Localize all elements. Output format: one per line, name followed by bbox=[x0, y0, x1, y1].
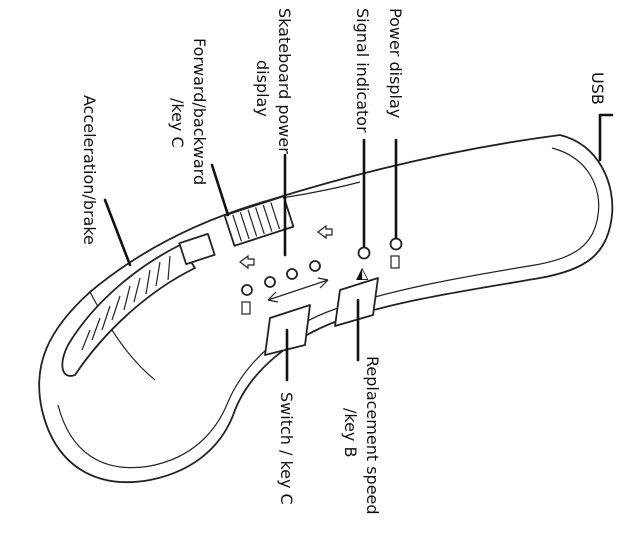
status-indicators: ◭ bbox=[356, 237, 403, 282]
skateboard-power-leds bbox=[241, 260, 329, 315]
label-replacement-speed-line1: Replacement speed bbox=[363, 356, 382, 515]
label-acceleration-brake: Acceleration/brake bbox=[80, 95, 99, 245]
label-replacement-speed-line2: /key B bbox=[341, 408, 360, 457]
label-skateboard-power-line2: display bbox=[253, 60, 272, 117]
label-switch-key: Switch / key C bbox=[277, 392, 296, 505]
diagram-labels: USB Power display Signal indicator Skate… bbox=[80, 8, 607, 515]
svg-text:◭: ◭ bbox=[356, 263, 369, 282]
label-power-display: Power display bbox=[386, 8, 405, 118]
leader-lines bbox=[103, 113, 614, 382]
replacement-speed-button[interactable] bbox=[334, 277, 379, 327]
label-skateboard-power-line1: Skateboard power bbox=[275, 8, 294, 154]
acceleration-brake-wheel[interactable] bbox=[61, 244, 196, 377]
label-usb: USB bbox=[588, 72, 607, 105]
arrow-icons bbox=[239, 224, 333, 270]
forward-backward-slider[interactable] bbox=[178, 195, 295, 265]
label-forward-backward-line2: /key C bbox=[168, 98, 187, 148]
label-signal-indicator: Signal indicator bbox=[353, 8, 372, 133]
label-forward-backward-line1: Forward/backward bbox=[190, 38, 209, 185]
